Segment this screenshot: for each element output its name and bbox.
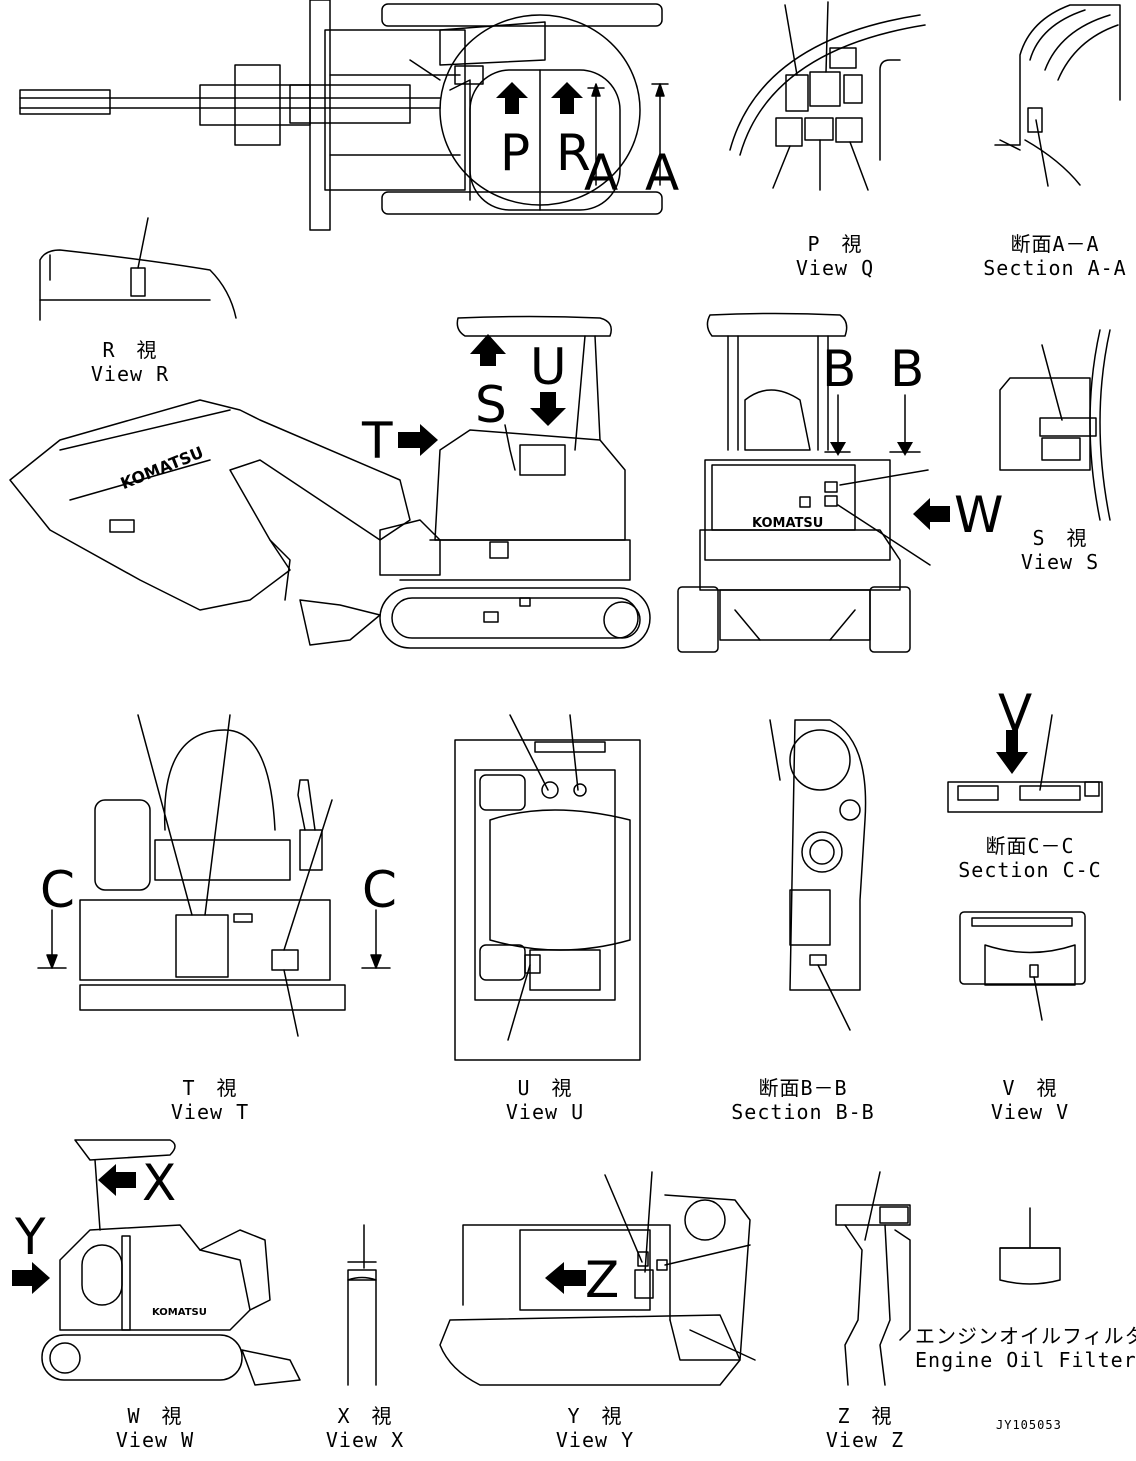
marker-w: W xyxy=(954,486,1004,544)
section-a-label: 断面A－A Section A-A xyxy=(975,232,1135,280)
section-a-drawing xyxy=(994,4,1121,187)
view-y-label-jp: Y 視 xyxy=(567,1404,623,1428)
section-b-drawing xyxy=(769,719,867,1031)
view-s-drawing xyxy=(999,329,1111,521)
view-y-label: Y 視 View Y xyxy=(535,1404,655,1452)
view-v-label-en: View V xyxy=(990,1100,1070,1124)
view-y-label-en: View Y xyxy=(555,1428,635,1452)
marker-x: X xyxy=(142,1154,177,1212)
engine-oil-filter-label: エンジンオイルフィルタ Engine Oil Filter xyxy=(915,1324,1136,1372)
view-r-label-jp: R 視 xyxy=(102,338,158,362)
view-v-label-jp: V 視 xyxy=(1002,1076,1058,1100)
view-s-label-en: View S xyxy=(1020,550,1100,574)
view-z-drawing xyxy=(835,1171,911,1386)
view-w-label: W 視 View W xyxy=(95,1404,215,1452)
view-w-label-jp: W 視 xyxy=(127,1404,183,1428)
section-b-label-en: Section B-B xyxy=(731,1100,875,1124)
brand-logo-rear: KOMATSU xyxy=(752,516,823,531)
view-w-drawing xyxy=(41,1139,301,1386)
view-r-label: R 視 View R xyxy=(70,338,190,386)
rear-view-drawing xyxy=(677,312,931,653)
top-view-arrows xyxy=(496,82,583,114)
view-w-label-en: View W xyxy=(115,1428,195,1452)
view-w-arrows xyxy=(12,1164,136,1294)
brand-logo-w: KOMATSU xyxy=(152,1307,207,1318)
engine-oil-filter-label-jp: エンジンオイルフィルタ xyxy=(915,1324,1136,1348)
view-p-label: P 視 View Q xyxy=(770,232,900,280)
section-b-label: 断面B－B Section B-B xyxy=(728,1076,878,1124)
view-u-label-jp: U 視 xyxy=(517,1076,573,1100)
section-c-label: 断面C－C Section C-C xyxy=(955,834,1105,882)
view-s-label: S 視 View S xyxy=(1000,526,1120,574)
view-z-label-jp: Z 視 xyxy=(837,1404,893,1428)
view-p-drawing xyxy=(729,1,926,191)
view-p-label-en: View Q xyxy=(795,256,875,280)
view-v-label: V 視 View V xyxy=(970,1076,1090,1124)
marker-c-2: C xyxy=(362,861,397,919)
side-view-drawing xyxy=(9,315,651,649)
marker-a-2: A xyxy=(645,144,680,202)
view-s-label-jp: S 視 xyxy=(1032,526,1088,550)
marker-c-1: C xyxy=(40,861,75,919)
section-a-label-en: Section A-A xyxy=(983,256,1127,280)
engine-oil-filter-drawing xyxy=(999,1207,1061,1285)
section-b-label-jp: 断面B－B xyxy=(758,1076,848,1100)
view-z-label: Z 視 View Z xyxy=(805,1404,925,1452)
view-x-drawing xyxy=(347,1224,377,1386)
brand-logo-side: KOMATSU xyxy=(118,443,207,493)
marker-t: T xyxy=(362,412,393,470)
marker-z: Z xyxy=(585,1251,620,1309)
view-x-label-en: View X xyxy=(325,1428,405,1452)
marker-y: Y xyxy=(15,1208,46,1266)
engine-oil-filter-label-en: Engine Oil Filter xyxy=(915,1348,1136,1372)
view-r-drawing xyxy=(39,217,237,321)
side-view-arrows xyxy=(398,334,566,456)
view-y-arrow xyxy=(545,1262,586,1294)
section-a-label-jp: 断面A－A xyxy=(1010,232,1100,256)
view-v-drawing xyxy=(959,911,1086,1021)
section-c-drawing xyxy=(947,714,1103,813)
section-c-label-jp: 断面C－C xyxy=(985,834,1075,858)
view-u-label-en: View U xyxy=(505,1100,585,1124)
marker-s: S xyxy=(475,376,507,434)
view-x-label: X 視 View X xyxy=(305,1404,425,1452)
view-p-label-jp: P 視 xyxy=(807,232,863,256)
view-t-label-en: View T xyxy=(170,1100,250,1124)
marker-r: R xyxy=(556,124,591,182)
view-t-label-jp: T 視 xyxy=(182,1076,238,1100)
view-u-label: U 視 View U xyxy=(485,1076,605,1124)
view-y-drawing xyxy=(439,1171,756,1386)
top-view-drawing xyxy=(19,0,663,231)
view-r-label-en: View R xyxy=(90,362,170,386)
section-c-arrow xyxy=(996,730,1028,774)
marker-b-1: B xyxy=(822,340,857,398)
section-a-cut-lines xyxy=(587,83,669,186)
drawing-id: JY105053 xyxy=(996,1418,1062,1432)
view-t-label: T 視 View T xyxy=(150,1076,270,1124)
marker-p: P xyxy=(500,124,531,182)
marker-u: U xyxy=(530,338,567,396)
view-x-label-jp: X 視 xyxy=(337,1404,393,1428)
marker-a-1: A xyxy=(584,144,619,202)
marker-v: V xyxy=(998,684,1033,742)
rear-view-arrows xyxy=(830,442,950,530)
marker-b-2: B xyxy=(890,340,925,398)
view-z-label-en: View Z xyxy=(825,1428,905,1452)
view-u-drawing xyxy=(454,714,641,1061)
section-c-label-en: Section C-C xyxy=(958,858,1102,882)
view-t-drawing xyxy=(37,714,391,1037)
